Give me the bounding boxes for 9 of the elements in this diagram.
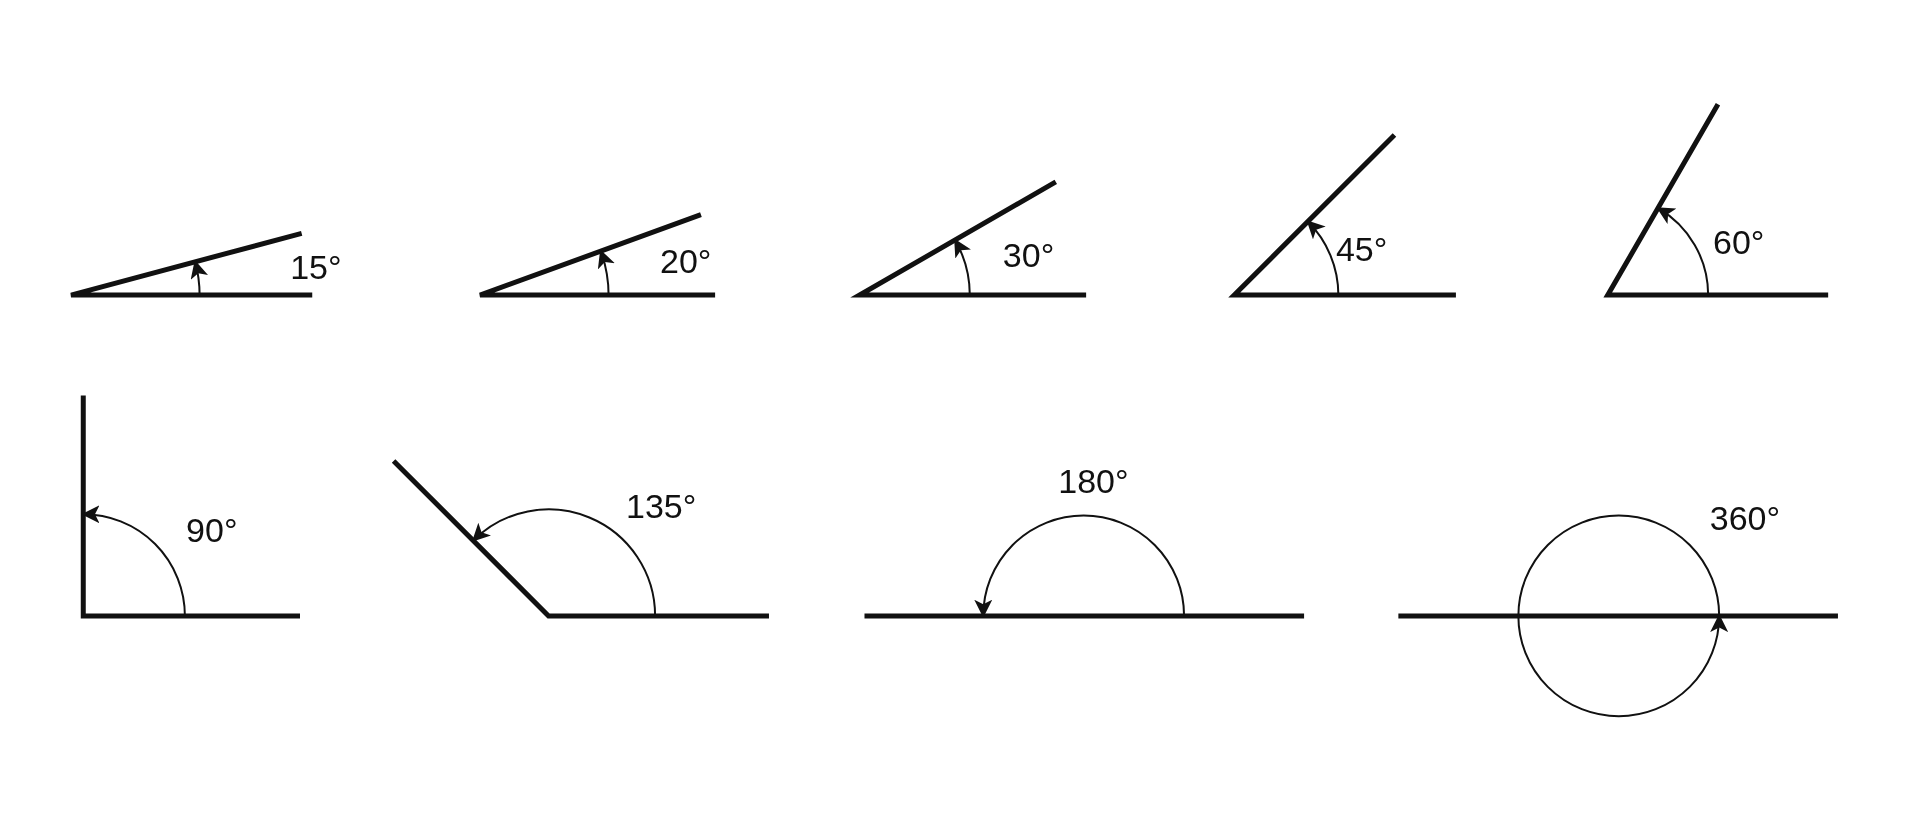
- angle-label: 180°: [1058, 461, 1129, 501]
- angle-label: 45°: [1335, 229, 1388, 269]
- angle-label: 135°: [626, 486, 697, 526]
- angle-label: 20°: [660, 241, 712, 281]
- angle-label: 15°: [290, 247, 342, 287]
- angle-label: 30°: [1002, 235, 1055, 275]
- angle-label: 90°: [186, 510, 238, 550]
- angle-label: 60°: [1713, 222, 1765, 262]
- angle-label: 360°: [1709, 498, 1781, 538]
